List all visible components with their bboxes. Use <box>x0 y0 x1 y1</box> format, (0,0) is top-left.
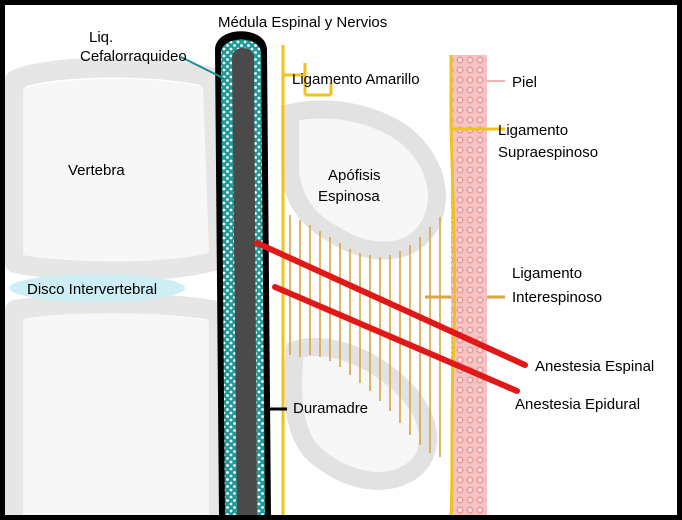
label-ligamento-interespinoso-2: Interespinoso <box>512 289 602 306</box>
skin <box>451 55 487 515</box>
label-disco-intervertebral: Disco Intervertebral <box>27 281 157 298</box>
vertebra-lower-body <box>23 313 209 515</box>
label-vertebra: Vertebra <box>68 162 125 179</box>
label-ligamento-supraespinoso-1: Ligamento <box>498 122 568 139</box>
label-ligamento-interespinoso-1: Ligamento <box>512 265 582 282</box>
label-medula: Médula Espinal y Nervios <box>218 14 387 31</box>
label-anestesia-espinal: Anestesia Espinal <box>535 358 654 375</box>
label-apofisis: Apófisis <box>328 167 381 184</box>
label-espinosa: Espinosa <box>318 188 380 205</box>
label-cefalorraquideo: Cefalorraquideo <box>80 48 187 65</box>
label-ligamento-supraespinoso-2: Supraespinoso <box>498 144 598 161</box>
label-piel: Piel <box>512 74 537 91</box>
label-duramadre: Duramadre <box>293 400 368 417</box>
label-anestesia-epidural: Anestesia Epidural <box>515 396 640 413</box>
label-liq: Liq. <box>89 29 113 46</box>
label-ligamento-amarillo: Ligamento Amarillo <box>292 71 420 88</box>
